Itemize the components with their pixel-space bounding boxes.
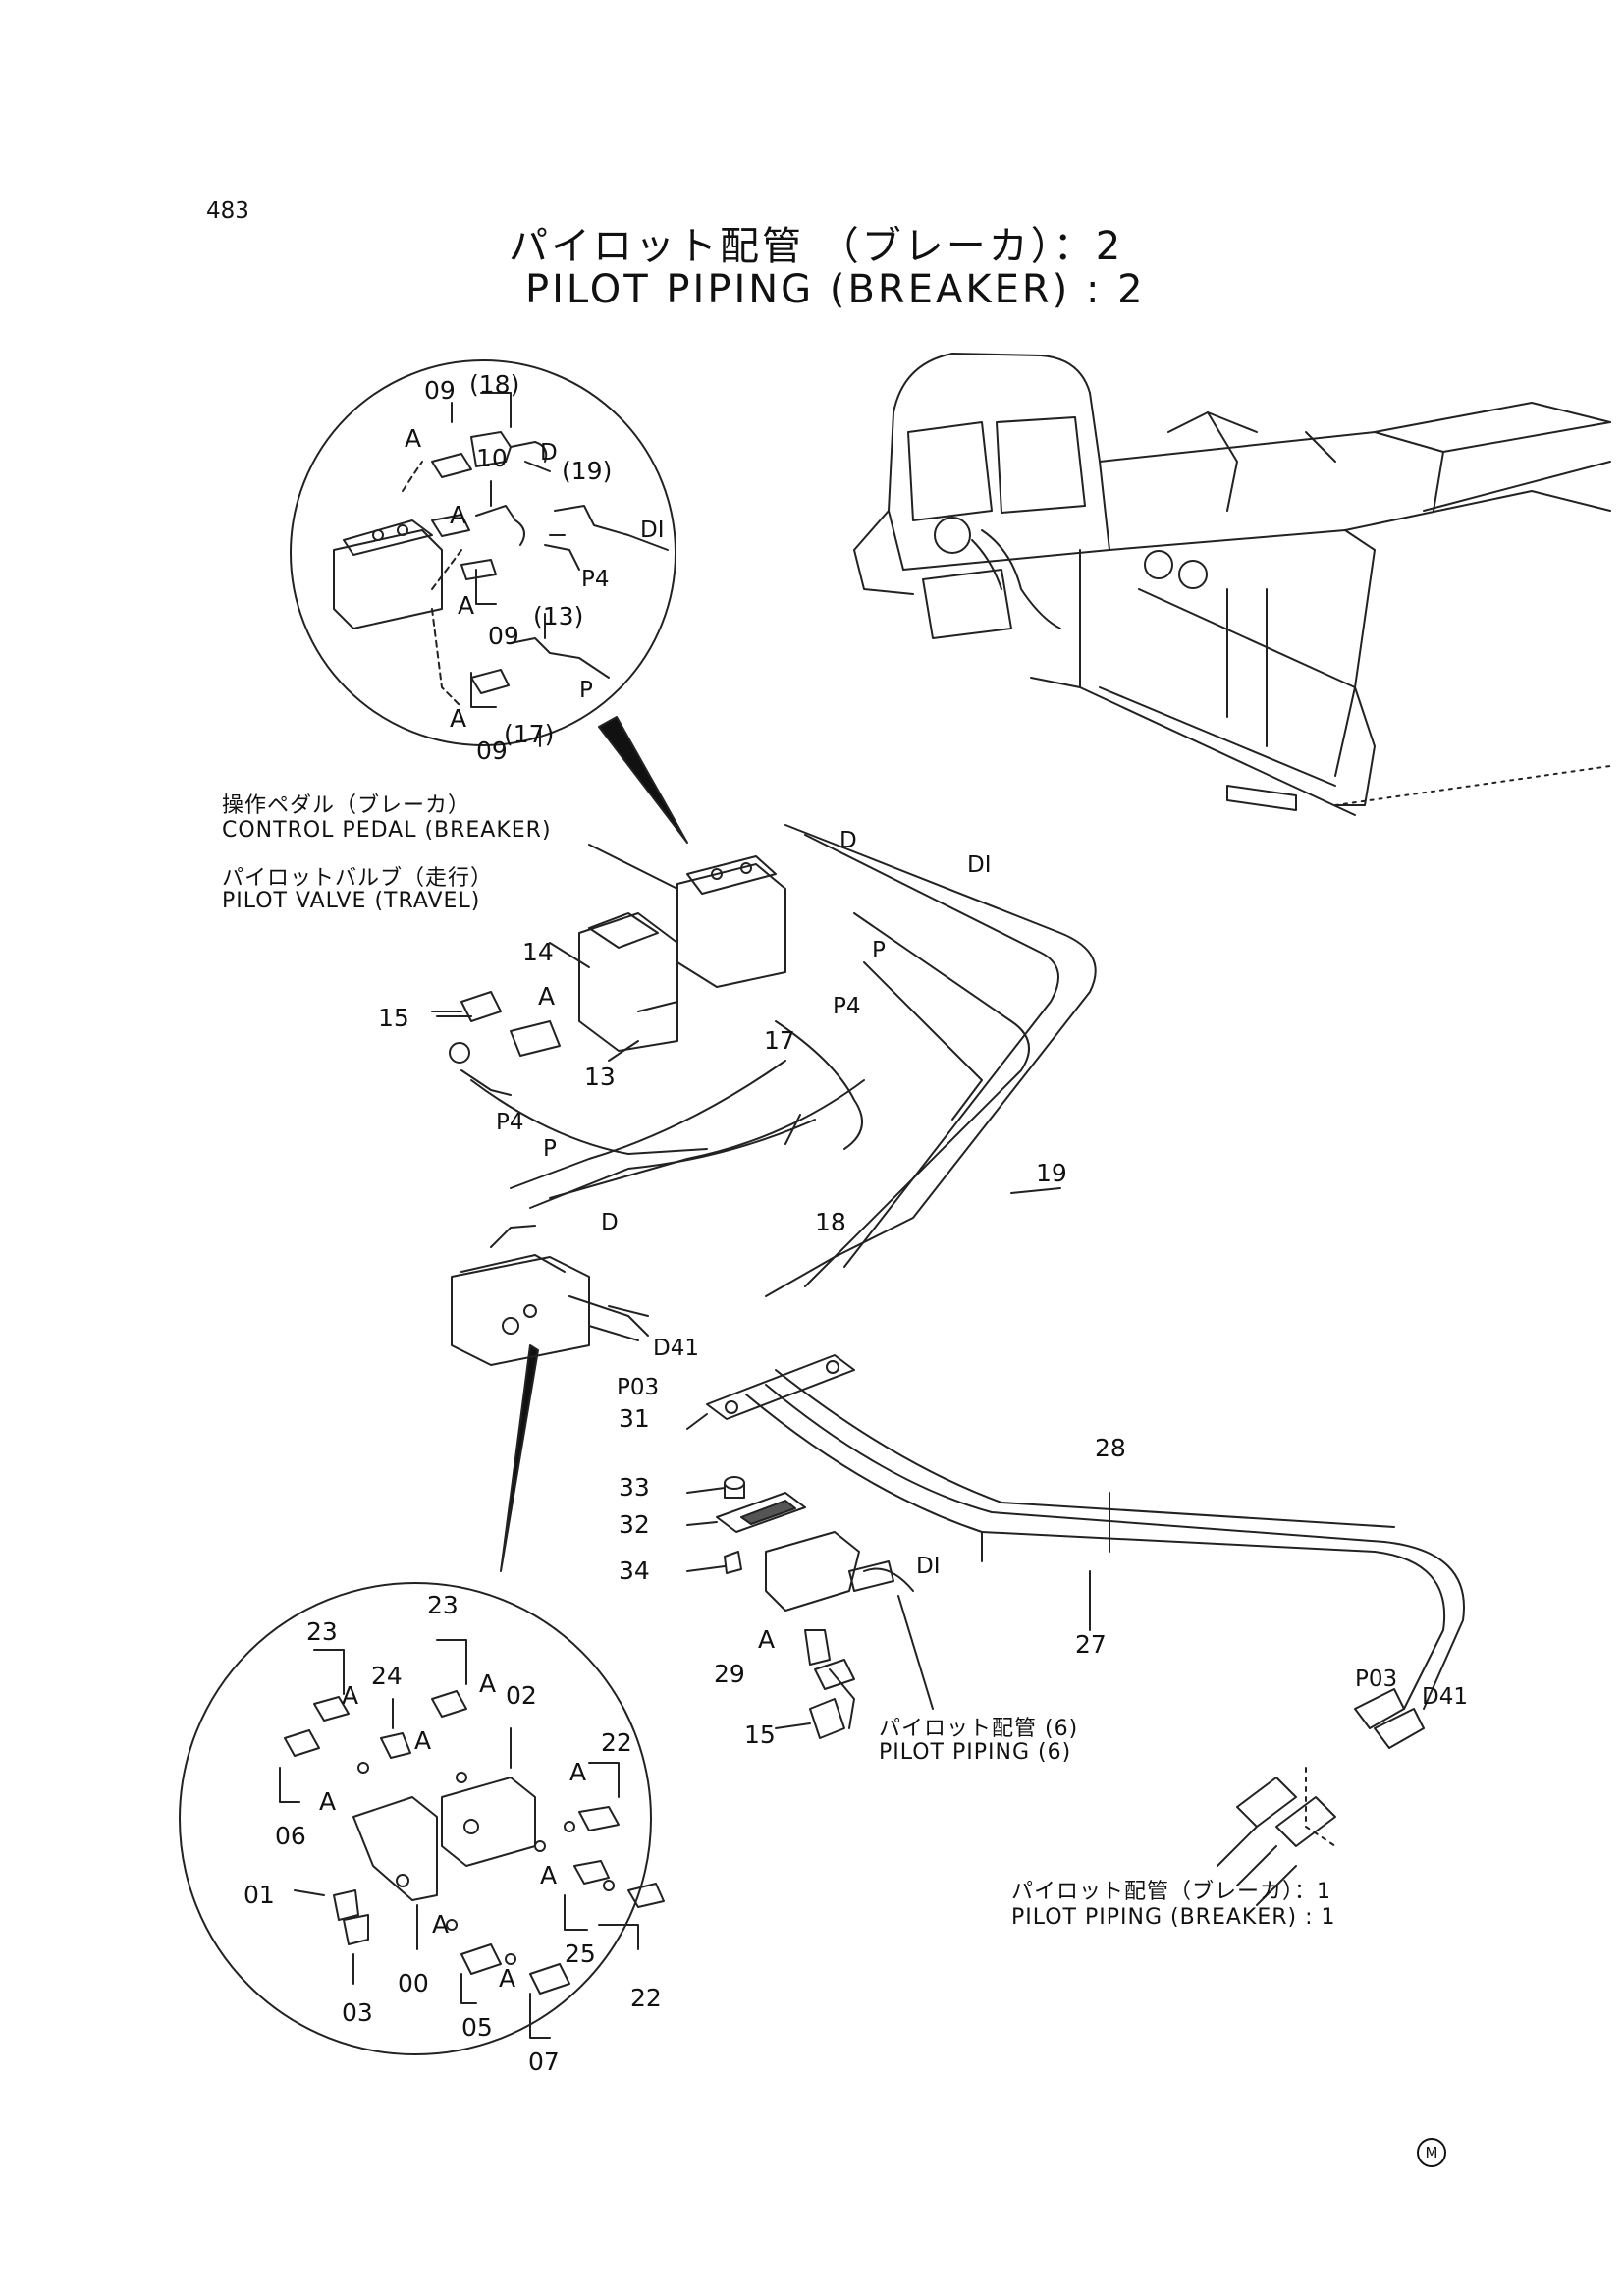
callout-pilot-piping-6-en: PILOT PIPING (6): [879, 1740, 1072, 1765]
callout-pilot-valve-en: PILOT VALVE (TRAVEL): [222, 889, 481, 913]
lower-part-label: 03: [342, 1998, 373, 2027]
lower-part-label: 05: [461, 2013, 493, 2042]
lower-part-label: 02: [506, 1681, 537, 1710]
lower-part-label: 22: [601, 1728, 632, 1757]
main-port-label: P: [543, 1136, 557, 1162]
callout-pilot-piping-breaker-1-en: PILOT PIPING (BREAKER) : 1: [1011, 1905, 1336, 1930]
main-part-label: 14: [522, 938, 554, 966]
main-port-label: P03: [617, 1375, 660, 1400]
callout-pilot-piping-6-jp: パイロット配管 (6): [879, 1717, 1079, 1741]
main-part-label: 27: [1075, 1630, 1107, 1659]
lower-marker-a: A: [414, 1726, 432, 1755]
main-part-label: 18: [815, 1208, 846, 1236]
callout-pilot-piping-breaker-1-jp: パイロット配管（ブレーカ）：1: [1011, 1880, 1331, 1904]
main-marker-a: A: [538, 982, 556, 1011]
lower-detail-circle: [179, 1582, 665, 2055]
main-port-label: P4: [496, 1110, 524, 1135]
lower-marker-a: A: [342, 1681, 359, 1710]
lower-marker-a: A: [479, 1669, 497, 1698]
title-japanese: パイロット配管 （ブレーカ）：2: [509, 224, 1124, 269]
upper-detail-circle: [290, 359, 676, 747]
lower-part-label: 24: [371, 1662, 403, 1690]
main-part-label: 15: [378, 1004, 409, 1032]
main-port-label: P03: [1355, 1667, 1398, 1692]
upper-marker-a: A: [405, 424, 422, 453]
main-port-label: DI: [967, 852, 992, 878]
lower-part-label: 07: [528, 2048, 560, 2076]
lower-detail-leader: [500, 1344, 539, 1572]
main-part-label: 32: [619, 1510, 650, 1539]
upper-port-label: P4: [581, 567, 610, 592]
callout-pilot-valve-jp: パイロットバルブ（走行）: [222, 866, 494, 891]
callout-control-pedal-en: CONTROL PEDAL (BREAKER): [222, 818, 552, 843]
callout-control-pedal-jp: 操作ペダル（ブレーカ）: [222, 793, 471, 818]
main-part-label: 34: [619, 1557, 650, 1585]
main-marker-a: A: [758, 1625, 776, 1654]
lower-part-label: 06: [275, 1822, 306, 1850]
title-english: PILOT PIPING (BREAKER) : 2: [525, 267, 1146, 312]
lower-part-label: 25: [565, 1940, 596, 1968]
upper-part-label: 09: [476, 737, 508, 765]
main-part-label: 31: [619, 1404, 650, 1433]
upper-part-label: (18): [469, 370, 520, 399]
lower-part-label: 22: [630, 1984, 662, 2012]
main-port-label: D: [839, 828, 857, 853]
lower-marker-a: A: [540, 1861, 558, 1889]
lower-part-label: 23: [427, 1591, 459, 1619]
main-part-label: 15: [744, 1721, 776, 1749]
page-number: 483: [206, 198, 249, 224]
main-pilot-piping-assembly: [431, 824, 1465, 1906]
main-part-label: 28: [1095, 1434, 1126, 1462]
main-part-label: 17: [764, 1026, 795, 1055]
upper-part-label: 09: [488, 622, 519, 650]
upper-detail-leader: [598, 716, 688, 844]
main-part-label: 29: [714, 1660, 745, 1688]
upper-port-label: DI: [640, 518, 665, 543]
upper-part-label: (13): [533, 602, 584, 630]
main-port-label: D: [601, 1210, 619, 1235]
upper-port-label: D: [540, 440, 558, 465]
maker-mark: M: [1417, 2138, 1446, 2167]
lower-marker-a: A: [569, 1758, 587, 1786]
lower-part-label: 01: [243, 1881, 275, 1909]
upper-port-label: P: [579, 678, 593, 703]
lower-marker-a: A: [319, 1787, 337, 1816]
upper-part-label: (17): [504, 720, 555, 748]
upper-part-label: (19): [562, 457, 613, 485]
upper-marker-a: A: [450, 704, 467, 733]
upper-marker-a: A: [458, 591, 475, 620]
lower-part-label: 23: [306, 1617, 338, 1646]
main-port-label: D41: [653, 1336, 699, 1361]
lower-part-label: 00: [398, 1969, 429, 1997]
main-port-label: P4: [833, 994, 861, 1019]
main-port-label: P: [872, 938, 886, 963]
upper-part-label: 09: [424, 376, 456, 405]
upper-marker-a: A: [450, 501, 467, 529]
main-part-label: 13: [584, 1063, 616, 1091]
main-port-label: DI: [916, 1554, 941, 1579]
main-part-label: 19: [1036, 1159, 1067, 1187]
main-part-label: 33: [619, 1473, 650, 1502]
main-port-label: D41: [1422, 1684, 1468, 1710]
lower-marker-a: A: [432, 1910, 450, 1939]
excavator-upper-structure-sketch: [853, 353, 1611, 816]
upper-part-label: 10: [476, 444, 508, 472]
lower-marker-a: A: [499, 1964, 516, 1993]
